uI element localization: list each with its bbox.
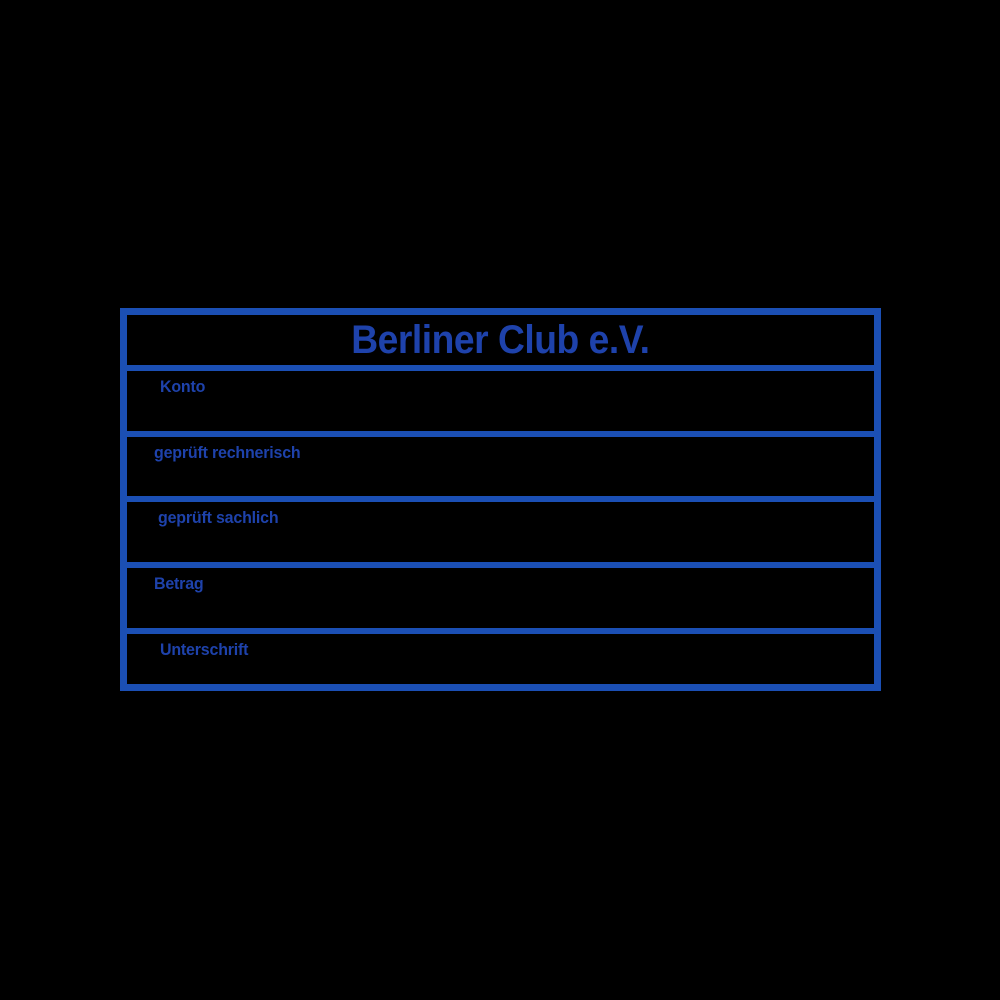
- stamp-row-unterschrift[interactable]: Unterschrift: [127, 634, 874, 696]
- stamp-row-betrag[interactable]: Betrag: [127, 568, 874, 634]
- field-label-konto: Konto: [160, 377, 206, 396]
- stamp-title-row: Berliner Club e.V.: [127, 315, 874, 371]
- stamp-row-konto[interactable]: Konto: [127, 371, 874, 437]
- stamp-row-geprueft-sachlich[interactable]: geprüft sachlich: [127, 502, 874, 568]
- page-title: Berliner Club e.V.: [351, 318, 650, 362]
- writing-area-unterschrift[interactable]: [149, 660, 874, 715]
- stamp-inner: Berliner Club e.V. Konto geprüft rechner…: [127, 315, 874, 684]
- field-label-unterschrift: Unterschrift: [160, 640, 249, 659]
- stamp-box: Berliner Club e.V. Konto geprüft rechner…: [120, 308, 881, 691]
- field-label-betrag: Betrag: [154, 574, 204, 593]
- stamp-row-geprueft-rechnerisch[interactable]: geprüft rechnerisch: [127, 437, 874, 502]
- field-label-geprueft-sachlich: geprüft sachlich: [158, 508, 279, 527]
- field-label-geprueft-rechnerisch: geprüft rechnerisch: [154, 443, 301, 462]
